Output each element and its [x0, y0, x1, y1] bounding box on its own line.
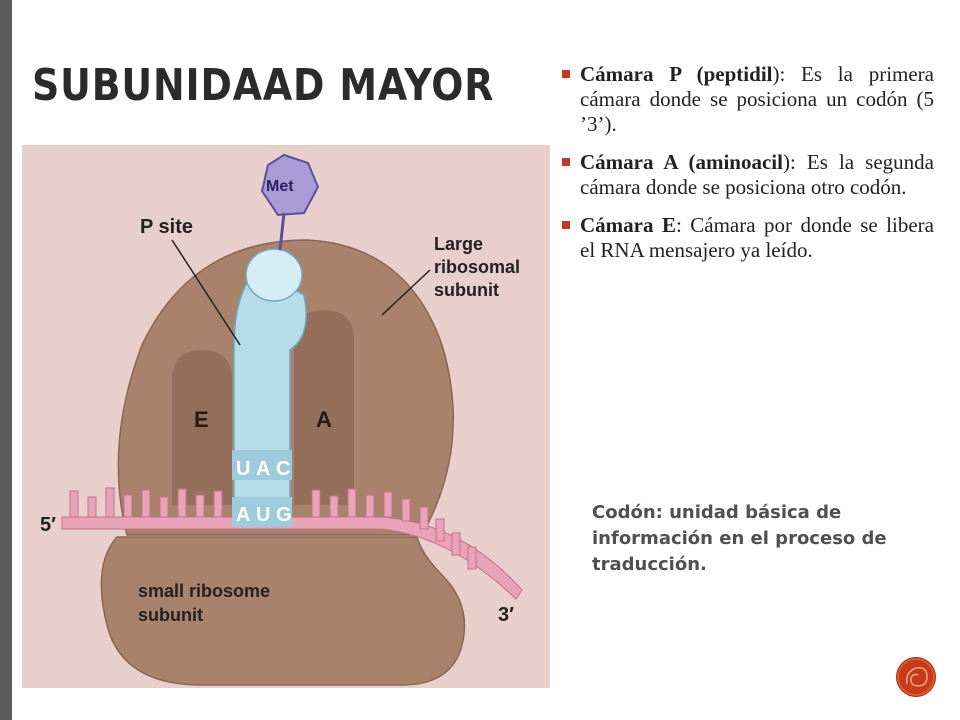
bullet-p-site: Cámara P (peptidil): Es la primera cámar… — [560, 62, 934, 137]
bullet-e-site: Cámara E: Cámara por donde se libera el … — [560, 213, 934, 263]
bullet-term: Cámara A (aminoacil — [580, 150, 783, 174]
e-site-label: E — [194, 407, 209, 432]
three-prime-label: 3′ — [498, 604, 514, 626]
large-subunit-pointer — [381, 269, 431, 316]
bullet-a-site: Cámara A (aminoacil): Es la segunda cáma… — [560, 150, 934, 200]
bullet-text: : Cámara por donde se libera el RNA mens… — [580, 213, 934, 262]
codon-g: G — [276, 504, 292, 526]
e-site-chamber — [172, 350, 232, 505]
met-label: Met — [266, 178, 294, 195]
mrna-bases — [69, 487, 477, 570]
met-bond — [278, 212, 286, 251]
bullet-text: ): Es la primera cámara donde se posicio… — [580, 62, 934, 136]
a-site-label: A — [316, 407, 332, 432]
anticodon-c: C — [276, 458, 290, 480]
codon-a: A — [236, 504, 250, 526]
p-site-pointer — [171, 239, 241, 346]
bullet-term: Cámara P (peptidil — [580, 62, 773, 86]
bullet-marker — [562, 221, 570, 229]
ribosome-diagram: U A C Met P site Large ribosomal subunit… — [22, 145, 550, 688]
five-prime-label: 5′ — [40, 514, 56, 536]
slide-title: SUBUNIDAAD MAYOR — [32, 60, 495, 111]
small-ribosome-subunit — [100, 536, 466, 686]
bullet-term: Cámara E — [580, 213, 676, 237]
codon-u: U — [256, 504, 270, 526]
bullet-list: Cámara P (peptidil): Es la primera cámar… — [560, 62, 934, 276]
bullet-marker — [562, 158, 570, 166]
small-subunit-label-1: small ribosome — [138, 581, 270, 601]
anticodon-a: A — [256, 458, 270, 480]
swirl-icon — [905, 666, 928, 687]
slide-nav-button[interactable] — [897, 658, 935, 696]
bullet-marker — [562, 70, 570, 78]
large-subunit-label-1: Large — [434, 234, 483, 254]
codon-definition-note: Codón: unidad básica de información en e… — [592, 502, 887, 575]
met-amino-acid — [260, 153, 320, 217]
anticodon-box — [232, 450, 292, 480]
trna-body — [233, 269, 307, 506]
left-accent-bar — [0, 0, 12, 720]
large-subunit-label-2: ribosomal — [434, 257, 520, 277]
large-subunit-label-3: subunit — [434, 280, 499, 300]
p-site-label: P site — [140, 216, 193, 238]
small-subunit-label-2: subunit — [138, 605, 203, 625]
codon-box — [232, 497, 292, 527]
a-site-chamber — [294, 310, 354, 505]
anticodon-u: U — [236, 458, 250, 480]
bullet-text: ): Es la segunda cámara donde se posicio… — [580, 150, 934, 199]
trna-top — [245, 248, 303, 302]
